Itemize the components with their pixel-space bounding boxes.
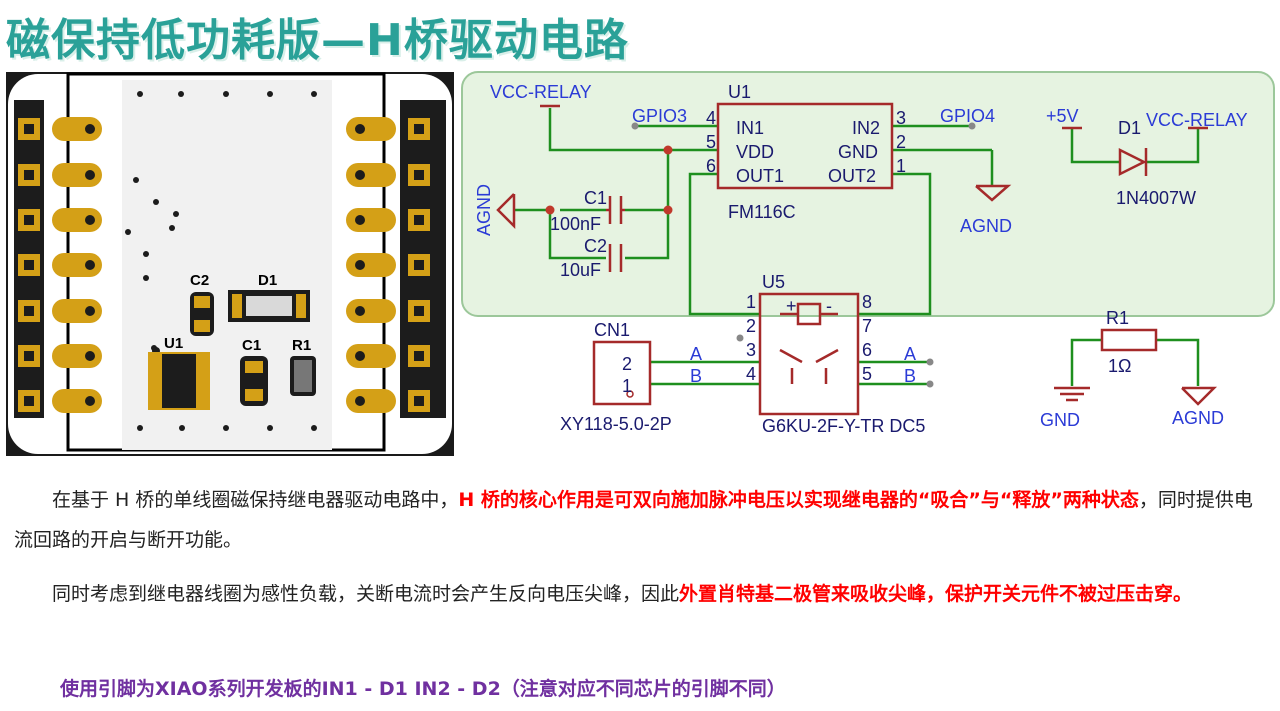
- cn1-pin1: 1: [622, 376, 632, 396]
- pcb-label-r1: R1: [292, 337, 311, 354]
- u5-coil-minus: -: [826, 296, 832, 316]
- pcb-label-c1: C1: [242, 337, 261, 354]
- cn1-part: XY118-5.0-2P: [560, 414, 672, 434]
- c1-ref: C1: [584, 188, 607, 208]
- net-agnd-left: AGND: [474, 184, 494, 236]
- pcb-pads-left-inner: [52, 117, 102, 413]
- net-agnd-right: AGND: [1172, 408, 1224, 428]
- schematic-symbols: [496, 102, 1218, 416]
- p1-text-c: ，同时提供电流回路的开启与断开功能。: [14, 489, 1253, 551]
- cn1-pin2: 2: [622, 354, 632, 374]
- u1-part: FM116C: [728, 202, 796, 222]
- r1-ref: R1: [1106, 308, 1129, 328]
- description-paragraph-2: 同时考虑到继电器线圈为感性负载，关断电流时会产生反向电压尖峰，因此外置肖特基二极…: [14, 574, 1264, 614]
- net-gpio3: GPIO3: [632, 106, 687, 126]
- p2-highlight: 外置肖特基二极管来吸收尖峰，保护开关元件不被过压击穿。: [679, 583, 1193, 605]
- u1-pin-num-6: 6: [706, 156, 716, 176]
- net-a-right: A: [904, 344, 916, 364]
- u1-pin-num-4: 4: [706, 108, 716, 128]
- u5-ref: U5: [762, 272, 785, 292]
- u5-pin-3: 3: [746, 340, 756, 360]
- pcb-label-u1: U1: [164, 335, 183, 352]
- u5-pin-1: 1: [746, 292, 756, 312]
- schematic-junctions: [545, 145, 673, 215]
- u1-pin-num-2: 2: [896, 132, 906, 152]
- u5-pin-6: 6: [862, 340, 872, 360]
- pcb-label-d1: D1: [258, 272, 277, 289]
- net-b-right: B: [904, 366, 916, 386]
- p2-text-a: 同时考虑到继电器线圈为感性负载，关断电流时会产生反向电压尖峰，因此: [52, 583, 680, 605]
- pcb-pads-right: [346, 117, 430, 413]
- description-paragraph-1: 在基于 H 桥的单线圈磁保持继电器驱动电路中，H 桥的核心作用是可双向施加脉冲电…: [14, 480, 1264, 560]
- u1-pin-num-5: 5: [706, 132, 716, 152]
- u5-pin-7: 7: [862, 316, 872, 336]
- u1-pin-out1: OUT1: [736, 166, 784, 186]
- r1-value: 1Ω: [1108, 356, 1131, 376]
- p1-text-a: 在基于 H 桥的单线圈磁保持继电器驱动电路中，: [52, 489, 459, 511]
- schematic-diagram: VCC-RELAY GPIO3 GPIO4 AGND AGND +5V VCC-…: [461, 71, 1275, 436]
- cn1-ref: CN1: [594, 320, 630, 340]
- pcb-render: C2 D1 U1 C1 R1: [6, 72, 454, 456]
- page-title: 磁保持低功耗版—H桥驱动电路: [6, 15, 629, 66]
- c1-value: 100nF: [550, 214, 601, 234]
- net-vcc-relay-right: VCC-RELAY: [1146, 110, 1248, 130]
- u5-pin-2: 2: [746, 316, 756, 336]
- d1-ref: D1: [1118, 118, 1141, 138]
- u5-pin-4: 4: [746, 364, 756, 384]
- u5-part: G6KU-2F-Y-TR DC5: [762, 416, 925, 436]
- u1-ref: U1: [728, 82, 751, 102]
- pcb-label-c2: C2: [190, 272, 209, 289]
- net-plus5v: +5V: [1046, 106, 1079, 126]
- schematic-wires: [514, 108, 1200, 386]
- u1-pin-vdd: VDD: [736, 142, 774, 162]
- u1-pin-in2: IN2: [852, 118, 880, 138]
- net-agnd-mid: AGND: [960, 216, 1012, 236]
- net-gnd: GND: [1040, 410, 1080, 430]
- u1-pin-out2: OUT2: [828, 166, 876, 186]
- pcb-vias: [125, 91, 317, 431]
- c2-ref: C2: [584, 236, 607, 256]
- u1-pin-gnd: GND: [838, 142, 878, 162]
- pin-usage-note: 使用引脚为XIAO系列开发板的IN1 - D1 IN2 - D2（注意对应不同芯…: [60, 678, 786, 700]
- net-vcc-relay-left: VCC-RELAY: [490, 82, 592, 102]
- u5-pin-5: 5: [862, 364, 872, 384]
- p1-highlight: H 桥的核心作用是可双向施加脉冲电压以实现继电器的“吸合”与“释放”两种状态: [458, 489, 1139, 511]
- u1-pin-num-3: 3: [896, 108, 906, 128]
- u1-pin-in1: IN1: [736, 118, 764, 138]
- pcb-pads-left: [18, 118, 40, 412]
- net-a-left: A: [690, 344, 702, 364]
- u5-coil-plus: +: [786, 296, 797, 316]
- net-b-left: B: [690, 366, 702, 386]
- schematic-unconnected-pins: [631, 122, 976, 388]
- u1-pin-num-1: 1: [896, 156, 906, 176]
- c2-value: 10uF: [560, 260, 601, 280]
- u5-pin-8: 8: [862, 292, 872, 312]
- d1-value: 1N4007W: [1116, 188, 1196, 208]
- net-gpio4: GPIO4: [940, 106, 995, 126]
